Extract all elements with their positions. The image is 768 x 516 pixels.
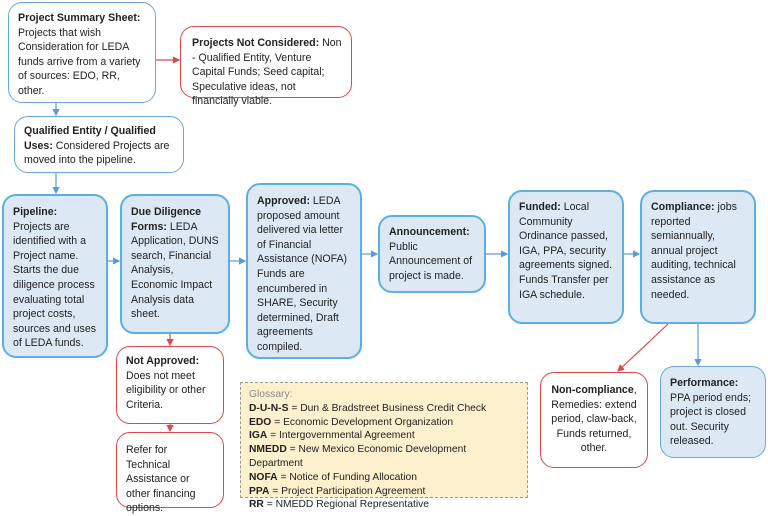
glossary-item: NOFA = Notice of Funding Allocation — [249, 471, 519, 485]
box-label: Project Summary Sheet: — [18, 12, 141, 24]
glossary-item: IGA = Intergovernmental Agreement — [249, 429, 519, 443]
compliance-box: Compliance: jobs reported semiannually, … — [640, 190, 756, 324]
box-label: Non-compliance — [551, 384, 634, 396]
refer-box: Refer for Technical Assistance or other … — [116, 432, 224, 514]
arrow-compliance-to-non-compliance — [617, 323, 669, 372]
box-label: Compliance: — [651, 201, 715, 213]
box-text: Projects that wish Consideration for LED… — [18, 26, 141, 97]
box-text: Local Community Ordinance passed, IGA, P… — [519, 201, 613, 301]
glossary-term: RR — [249, 499, 264, 511]
glossary-item: RR = NMEDD Regional Representative — [249, 498, 519, 512]
approved-box: Approved: LEDA proposed amount delivered… — [246, 183, 362, 359]
box-label: Approved: — [257, 195, 310, 207]
glossary-term: NMEDD — [249, 444, 287, 456]
box-label: Due Diligence Forms: — [131, 206, 202, 233]
glossary-def: = Notice of Funding Allocation — [277, 471, 417, 483]
box-text: LEDA Application, DUNS search, Financial… — [131, 220, 219, 321]
glossary-def: = Dun & Bradstreet Business Credit Check — [288, 402, 487, 414]
box-label: Funded: — [519, 201, 561, 213]
box-label: Qualified Entity / Qualified Uses: — [24, 125, 156, 152]
box-text: Refer for Technical Assistance or other … — [126, 444, 196, 515]
glossary-item: EDO = Economic Development Organization — [249, 416, 519, 430]
box-label: Pipeline: — [13, 206, 58, 218]
glossary-def: = Economic Development Organization — [271, 416, 454, 428]
not-approved-box: Not Approved: Does not meet eligibility … — [116, 346, 224, 424]
glossary-term: PPA — [249, 485, 270, 497]
announcement-box: Announcement: Public Announcement of pro… — [378, 215, 486, 293]
non-compliance-box: Non-compliance, Remedies: extend period,… — [540, 372, 648, 468]
glossary-def: = NMEDD Regional Representative — [263, 499, 429, 511]
glossary-def: = New Mexico Economic Development Depart… — [249, 444, 467, 469]
project-summary-box: Project Summary Sheet: Projects that wish… — [8, 2, 156, 103]
glossary-term: D-U-N-S — [249, 402, 289, 414]
box-label: Announcement: — [389, 226, 470, 238]
box-text: PPA period ends; project is closed out. … — [670, 391, 752, 448]
box-text: jobs reported semiannually, annual proje… — [651, 201, 737, 301]
funded-box: Funded: Local Community Ordinance passed… — [508, 190, 624, 324]
performance-box: Performance: PPA period ends; project is… — [660, 366, 766, 458]
box-text: Does not meet eligibility or other Crite… — [126, 369, 206, 411]
glossary-term: NOFA — [249, 471, 278, 483]
box-text: Considered Projects are moved into the p… — [24, 139, 170, 167]
glossary-title: Glossary: — [249, 389, 293, 400]
due-diligence-box: Due Diligence Forms: LEDA Application, D… — [120, 194, 230, 334]
glossary-item: D-U-N-S = Dun & Bradstreet Business Cred… — [249, 402, 519, 416]
projects-not-considered-box: Projects Not Considered: Non - Qualified… — [180, 26, 352, 107]
glossary-box: Glossary: D-U-N-S = Dun & Bradstreet Bus… — [240, 382, 528, 510]
box-label: Not Approved: — [126, 355, 200, 367]
box-text: Projects are identified with a Project n… — [13, 220, 97, 350]
glossary-item: NMEDD = New Mexico Economic Development … — [249, 443, 519, 471]
box-label: Performance: — [670, 377, 739, 389]
box-text: Public Announcement of project is made. — [389, 240, 473, 282]
box-text: , Remedies: extend period, claw-back, Fu… — [551, 384, 637, 455]
box-text: LEDA proposed amount delivered via lette… — [257, 195, 348, 353]
glossary-def: = Intergovernmental Agreement — [267, 430, 415, 442]
glossary-def: = Project Participation Agreement — [269, 485, 426, 497]
box-text: Non - Qualified Entity, Venture Capital … — [192, 37, 342, 108]
qualified-entity-box: Qualified Entity / Qualified Uses: Consi… — [14, 116, 184, 173]
glossary-term: EDO — [249, 416, 272, 428]
glossary-term: IGA — [249, 430, 268, 442]
glossary-item: PPA = Project Participation Agreement — [249, 485, 519, 499]
pipeline-box: Pipeline: Projects are identified with a… — [2, 194, 108, 358]
box-label: Projects Not Considered: — [192, 37, 320, 49]
